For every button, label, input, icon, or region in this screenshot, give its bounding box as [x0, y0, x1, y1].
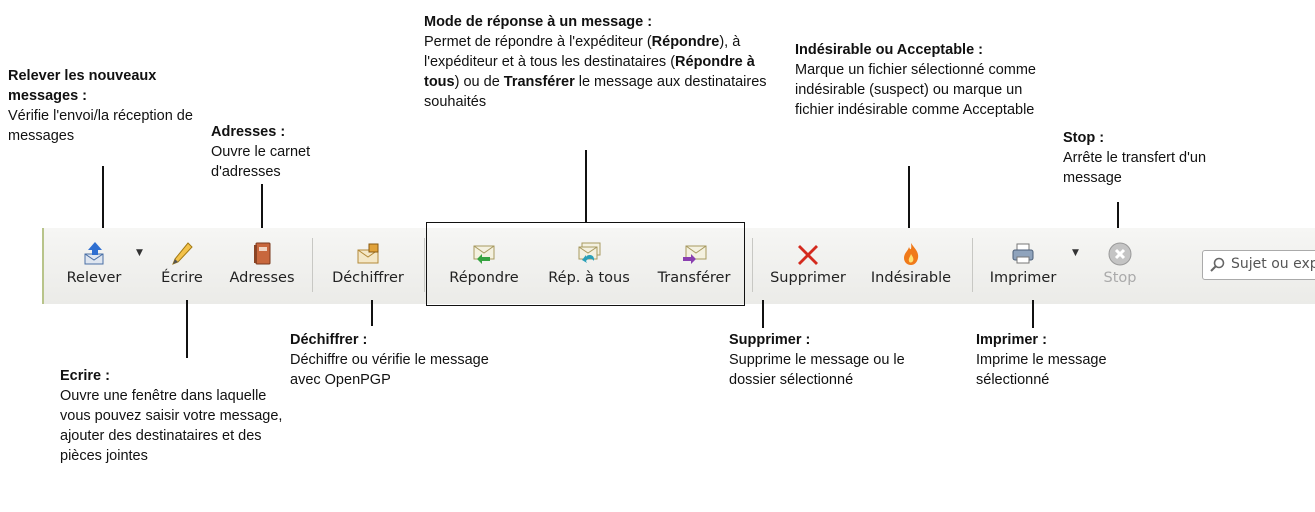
- imprimer-label: Imprimer: [989, 270, 1057, 286]
- callout-line-indesirable: [908, 166, 910, 236]
- annotation-title: Supprimer :: [729, 332, 811, 348]
- annotation-supprimer: Supprimer : Supprime le message ou le do…: [729, 330, 939, 390]
- indesirable-label: Indésirable: [870, 270, 952, 286]
- annotation-text: Imprime le message sélectionné: [976, 352, 1107, 388]
- ecrire-button[interactable]: Écrire: [150, 240, 214, 296]
- callout-line-relever: [102, 166, 104, 228]
- search-input[interactable]: Sujet ou exp: [1202, 250, 1315, 280]
- annotation-relever: Relever les nouveaux messages : Vérifie …: [8, 66, 208, 146]
- annotation-dechiffrer: Déchiffrer : Déchiffre ou vérifie le mes…: [290, 330, 490, 390]
- annotation-text: Vérifie l'envoi/la réception de messages: [8, 108, 193, 144]
- stop-icon: [1092, 240, 1148, 268]
- stop-label: Stop: [1103, 270, 1137, 286]
- delete-x-icon: [760, 240, 856, 268]
- supprimer-label: Supprimer: [770, 270, 846, 286]
- annotation-title: Ecrire :: [60, 368, 110, 384]
- ecrire-label: Écrire: [161, 270, 203, 286]
- stop-button[interactable]: Stop: [1092, 240, 1148, 296]
- transferer-label: Transférer: [657, 270, 731, 286]
- repondre-label: Répondre: [449, 270, 519, 286]
- relever-button[interactable]: Relever: [56, 240, 132, 296]
- relever-dropdown-icon[interactable]: ▼: [136, 248, 143, 258]
- annotation-imprimer: Imprimer : Imprime le message sélectionn…: [976, 330, 1156, 390]
- supprimer-button[interactable]: Supprimer: [760, 240, 856, 296]
- printer-icon: [982, 240, 1064, 268]
- search-icon: [1209, 257, 1227, 277]
- toolbar-separator: [972, 238, 973, 292]
- callout-line-supprimer: [762, 300, 764, 328]
- annotation-text: Ouvre une fenêtre dans laquelle vous pou…: [60, 388, 283, 464]
- annotation-indesirable: Indésirable ou Acceptable : Marque un fi…: [795, 40, 1055, 120]
- decrypt-envelope-icon: [320, 240, 416, 268]
- annotation-reponse: Mode de réponse à un message : Permet de…: [424, 12, 769, 112]
- mail-toolbar: Relever ▼ Écrire Adresses Déchiffrer Rép…: [42, 228, 1315, 304]
- relever-label: Relever: [66, 270, 122, 286]
- address-book-icon: [220, 240, 304, 268]
- annotation-title: Adresses :: [211, 124, 286, 140]
- annotation-text: Marque un fichier sélectionné comme indé…: [795, 62, 1036, 118]
- annotation-text: Déchiffre ou vérifie le message avec Ope…: [290, 352, 489, 388]
- annotation-title: Stop :: [1063, 130, 1105, 146]
- annotation-text: Arrête le transfert d'un message: [1063, 150, 1207, 186]
- transferer-button[interactable]: Transférer: [646, 240, 742, 296]
- rep-tous-button[interactable]: Rép. à tous: [538, 240, 640, 296]
- indesirable-button[interactable]: Indésirable: [862, 240, 960, 296]
- callout-line-imprimer: [1032, 300, 1034, 328]
- imprimer-button[interactable]: Imprimer: [982, 240, 1064, 296]
- annotation-adresses: Adresses : Ouvre le carnet d'adresses: [211, 122, 351, 182]
- callout-line-ecrire: [186, 300, 188, 358]
- repondre-button[interactable]: Répondre: [438, 240, 530, 296]
- callout-line-dechiffrer: [371, 300, 373, 326]
- annotation-title: Mode de réponse à un message :: [424, 14, 653, 30]
- callout-line-reponse: [585, 150, 587, 222]
- forward-icon: [646, 240, 742, 268]
- annotation-text: Permet de répondre à l'expéditeur (Répon…: [424, 34, 767, 110]
- annotation-ecrire: Ecrire : Ouvre une fenêtre dans laquelle…: [60, 366, 300, 466]
- junk-flame-icon: [862, 240, 960, 268]
- dechiffrer-button[interactable]: Déchiffrer: [320, 240, 416, 296]
- reply-icon: [438, 240, 530, 268]
- annotation-title: Relever les nouveaux messages :: [8, 68, 157, 104]
- get-mail-icon: [56, 240, 132, 268]
- annotation-title: Indésirable ou Acceptable :: [795, 42, 984, 58]
- annotation-text: Supprime le message ou le dossier sélect…: [729, 352, 905, 388]
- annotation-title: Déchiffrer :: [290, 332, 368, 348]
- pencil-icon: [150, 240, 214, 268]
- rep-tous-label: Rép. à tous: [548, 270, 630, 286]
- dechiffrer-label: Déchiffrer: [332, 270, 404, 286]
- toolbar-separator: [424, 238, 425, 292]
- annotation-text: Ouvre le carnet d'adresses: [211, 144, 311, 180]
- adresses-button[interactable]: Adresses: [220, 240, 304, 296]
- imprimer-dropdown-icon[interactable]: ▼: [1072, 248, 1079, 258]
- search-placeholder: Sujet ou exp: [1231, 256, 1315, 272]
- reply-group-frame: [426, 222, 745, 306]
- adresses-label: Adresses: [229, 270, 295, 286]
- annotation-title: Imprimer :: [976, 332, 1047, 348]
- toolbar-separator: [312, 238, 313, 292]
- callout-line-adresses: [261, 184, 263, 228]
- reply-all-icon: [538, 240, 640, 268]
- toolbar-separator: [752, 238, 753, 292]
- callout-line-stop: [1117, 202, 1119, 244]
- annotation-stop: Stop : Arrête le transfert d'un message: [1063, 128, 1223, 188]
